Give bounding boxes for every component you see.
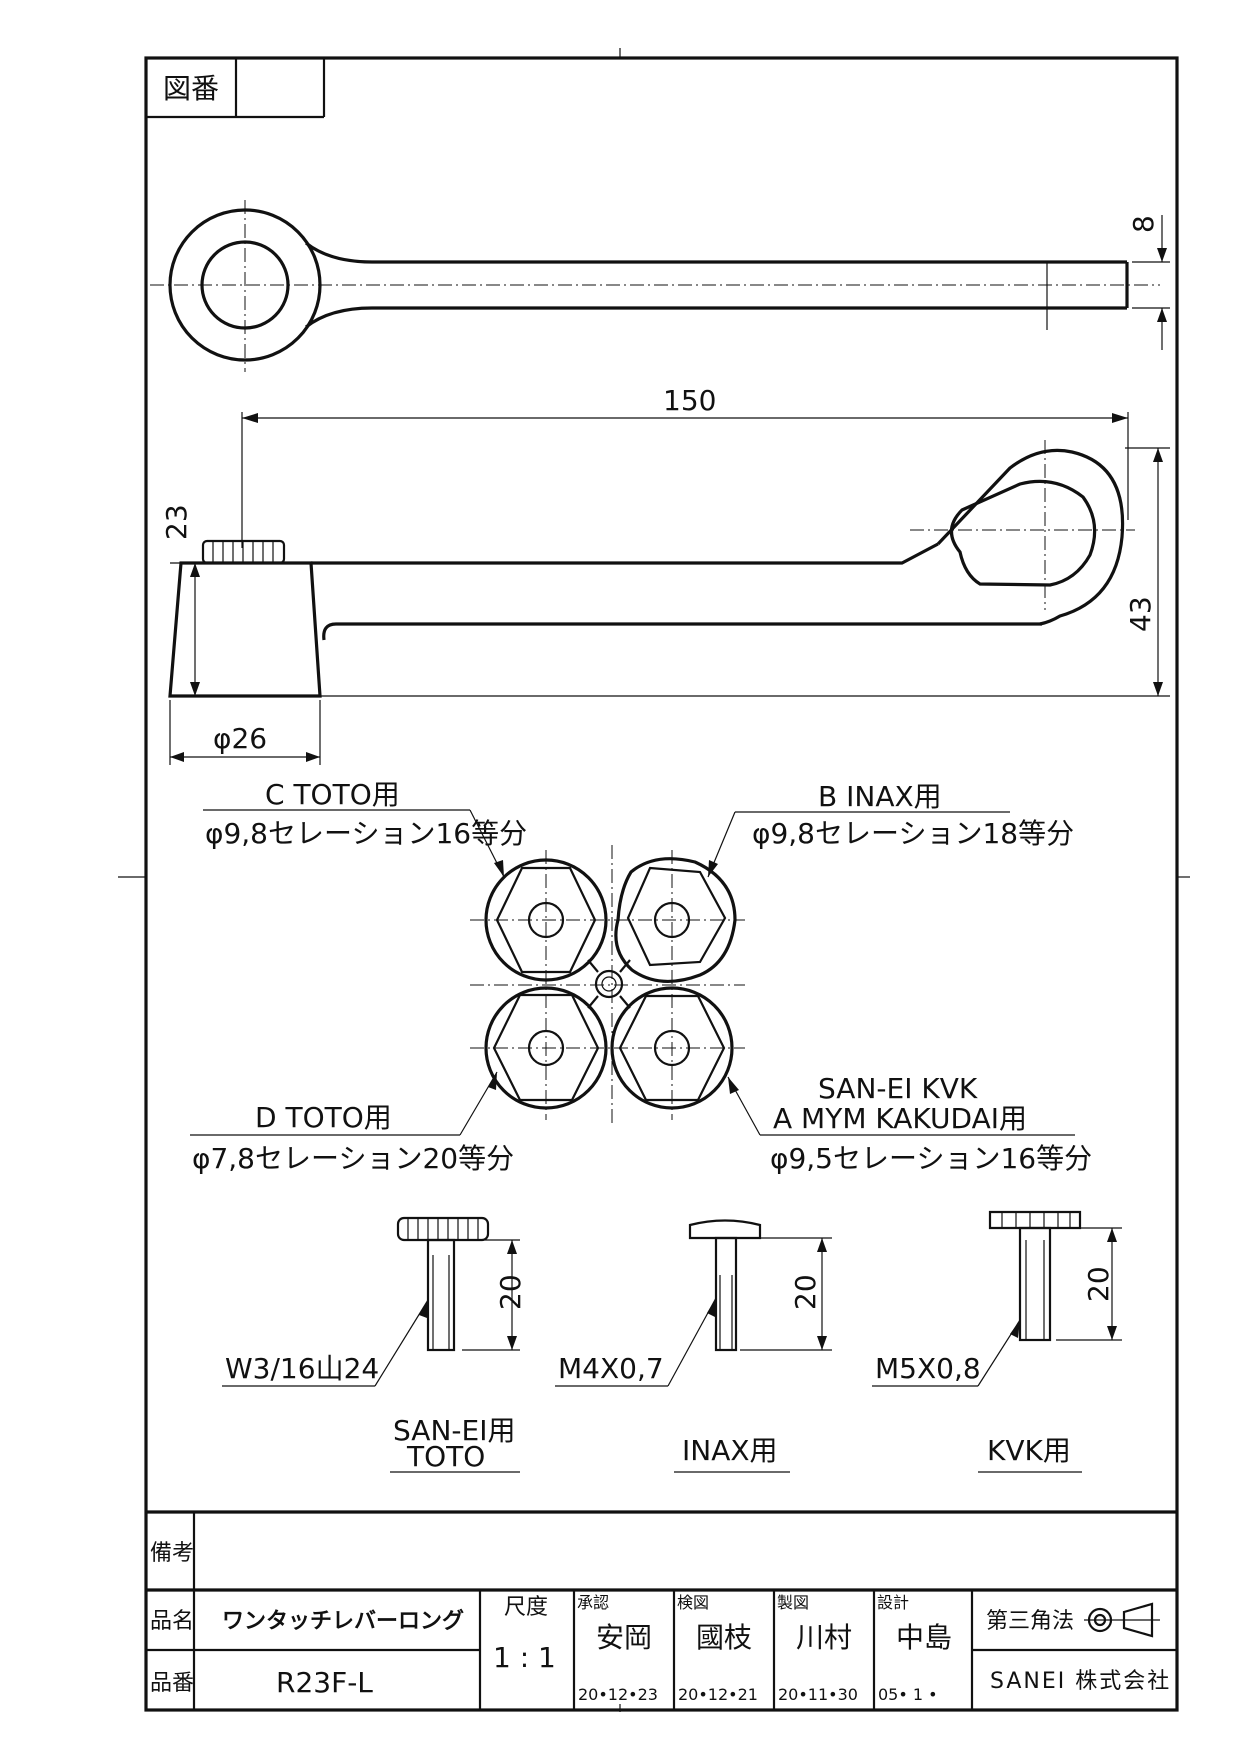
screw-3-thread: M5X0,8 — [875, 1352, 981, 1385]
screw-1-length: 20 — [494, 1274, 527, 1310]
drawing-frame — [144, 56, 1179, 1712]
lever-side-view: 150 23 43 φ26 — [160, 384, 1170, 765]
adapter-c-toto — [484, 858, 608, 982]
part-name: ワンタッチレバーロング — [222, 1608, 464, 1634]
part-no-label: 品番 — [150, 1671, 194, 1696]
drawing-number-label: 図番 — [163, 72, 219, 105]
part-no: R23F-L — [276, 1666, 373, 1699]
callout-d-title: D TOTO用 — [255, 1101, 392, 1134]
adapter-a-sanei — [610, 986, 734, 1110]
design-label: 設計 — [877, 1593, 909, 1612]
serration-adapter-view — [470, 845, 745, 1125]
part-name-label: 品名 — [150, 1609, 194, 1634]
projection-label: 第三角法 — [986, 1609, 1074, 1634]
design-date: 05• 1 • — [878, 1685, 938, 1704]
callout-a-title-1: SAN-EI KVK — [818, 1072, 978, 1105]
dimension-total-height: 43 — [1124, 596, 1157, 632]
remarks-label: 備考 — [150, 1541, 194, 1566]
checked-date: 20•12•21 — [678, 1685, 758, 1704]
adapter-b-inax — [614, 857, 737, 984]
callout-d: D TOTO用 φ7,8セレーション20等分 — [190, 1071, 514, 1175]
callout-b-spec: φ9,8セレーション18等分 — [752, 817, 1074, 850]
screw-2-use-1: INAX用 — [682, 1434, 778, 1467]
lever-top-view: 8 — [150, 200, 1170, 372]
scale-value: 1 : 1 — [493, 1641, 556, 1674]
callout-a-title-2: A MYM KAKUDAI用 — [773, 1102, 1027, 1135]
dimension-base-diameter: φ26 — [213, 722, 267, 755]
dimension-length: 150 — [663, 384, 716, 417]
callout-b: B INAX用 φ9,8セレーション18等分 — [707, 780, 1074, 878]
company-name: SANEI 株式会社 — [990, 1669, 1171, 1694]
callout-a-spec: φ9,5セレーション16等分 — [770, 1142, 1092, 1175]
screw-2-length: 20 — [789, 1274, 822, 1310]
callout-c: C TOTO用 φ9,8セレーション16等分 — [203, 778, 527, 878]
screw-sanei-toto: 20 W3/16山24 SAN-EI用 TOTO — [222, 1216, 527, 1473]
adapter-d-toto — [484, 986, 608, 1110]
screw-inax: 20 M4X0,7 INAX用 — [555, 1219, 832, 1473]
drawn-name: 川村 — [796, 1621, 852, 1654]
title-block: 備考 品名 ワンタッチレバーロング 品番 R23F-L 尺度 1 : 1 承認 … — [146, 1510, 1177, 1710]
screw-3-length: 20 — [1082, 1266, 1115, 1302]
dimension-cap-height: 23 — [160, 504, 193, 540]
screw-1-thread: W3/16山24 — [225, 1352, 379, 1385]
dimension-tip-width: 8 — [1127, 215, 1160, 233]
screw-kvk: 20 M5X0,8 KVK用 — [872, 1210, 1122, 1473]
design-name: 中島 — [896, 1621, 952, 1654]
callout-c-spec: φ9,8セレーション16等分 — [205, 817, 527, 850]
drawn-label: 製図 — [777, 1593, 809, 1612]
callout-a: SAN-EI KVK A MYM KAKUDAI用 φ9,5セレーション16等分 — [727, 1072, 1092, 1175]
screw-2-thread: M4X0,7 — [558, 1352, 664, 1385]
third-angle-projection-icon — [1084, 1602, 1160, 1638]
approved-name: 安岡 — [596, 1621, 652, 1654]
callout-b-title: B INAX用 — [818, 780, 942, 813]
screw-3-use-1: KVK用 — [987, 1434, 1071, 1467]
scale-label: 尺度 — [504, 1595, 548, 1620]
checked-label: 検図 — [677, 1593, 709, 1612]
approved-date: 20•12•23 — [578, 1685, 658, 1704]
approved-label: 承認 — [577, 1593, 609, 1612]
callout-c-title: C TOTO用 — [265, 778, 400, 811]
screw-1-use-2: TOTO — [406, 1440, 485, 1473]
drawn-date: 20•11•30 — [778, 1685, 858, 1704]
callout-d-spec: φ7,8セレーション20等分 — [192, 1142, 514, 1175]
checked-name: 國枝 — [696, 1621, 752, 1654]
drawing-number-box: 図番 — [146, 58, 326, 119]
screw-1-use-1: SAN-EI用 — [393, 1414, 515, 1447]
